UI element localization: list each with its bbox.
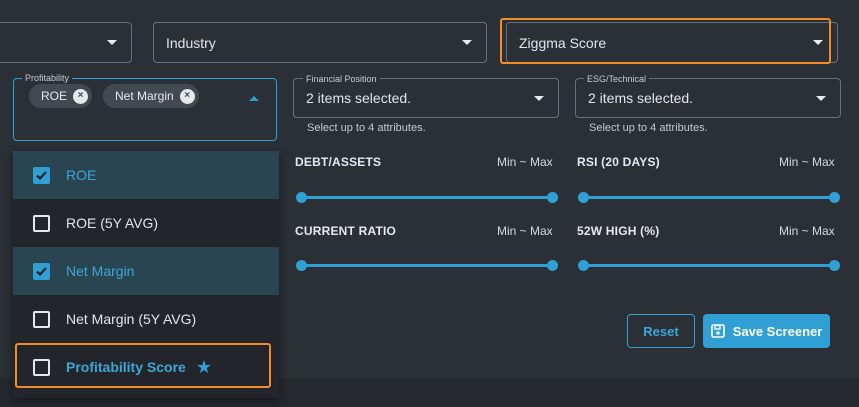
chevron-down-icon: [813, 40, 823, 45]
profitability-multiselect[interactable]: Profitability ROE × Net Margin ×: [13, 72, 277, 141]
slider-thumb-max[interactable]: [547, 192, 558, 203]
option-net-margin-5y-avg[interactable]: Net Margin (5Y AVG): [13, 295, 279, 343]
option-roe[interactable]: ROE: [13, 151, 279, 199]
option-label: ROE (5Y AVG): [66, 215, 159, 231]
slider-label-current-ratio: CURRENT RATIO: [295, 224, 397, 238]
slider-label-52w-high: 52W HIGH (%): [577, 224, 660, 238]
chevron-down-icon: [816, 96, 826, 101]
slider-thumb-max[interactable]: [829, 192, 840, 203]
checkbox-checked[interactable]: [33, 262, 50, 280]
sector-select[interactable]: [0, 22, 132, 63]
esg-technical-value: 2 items selected.: [588, 90, 694, 106]
chevron-up-icon[interactable]: [249, 96, 259, 101]
chevron-down-icon: [107, 40, 117, 45]
financial-position-value: 2 items selected.: [306, 90, 412, 106]
chip-label: Net Margin: [115, 89, 174, 103]
chip-label: ROE: [41, 89, 68, 103]
slider-thumb-min[interactable]: [296, 192, 307, 203]
slider-range-52w-high: Min ~ Max: [779, 224, 835, 238]
slider-thumb-min[interactable]: [296, 260, 307, 271]
chevron-down-icon: [462, 40, 472, 45]
save-button-label: Save Screener: [732, 323, 823, 339]
slider-track-52w-high[interactable]: [583, 264, 835, 267]
option-profitability-score[interactable]: Profitability Score ★: [13, 343, 279, 391]
option-net-margin[interactable]: Net Margin: [13, 247, 279, 295]
slider-thumb-min[interactable]: [578, 192, 589, 203]
slider-thumb-max[interactable]: [829, 260, 840, 271]
chip-net-margin[interactable]: Net Margin ×: [103, 84, 199, 108]
esg-technical-helper: Select up to 4 attributes.: [589, 122, 708, 134]
checkbox[interactable]: [33, 310, 50, 328]
checkbox[interactable]: [33, 358, 50, 376]
slider-range-debt-assets: Min ~ Max: [497, 155, 553, 169]
option-roe-5y-avg[interactable]: ROE (5Y AVG): [13, 199, 279, 247]
slider-track-rsi[interactable]: [583, 196, 835, 199]
ziggma-score-label: Ziggma Score: [519, 34, 607, 51]
slider-track-debt-assets[interactable]: [301, 196, 553, 199]
profitability-legend: Profitability: [22, 72, 73, 84]
checkbox[interactable]: [33, 214, 50, 232]
check-icon: [36, 266, 47, 276]
close-circle-icon[interactable]: ×: [179, 88, 195, 104]
option-label: ROE: [66, 167, 97, 183]
chevron-down-icon: [534, 96, 544, 101]
esg-technical-legend: ESG/Technical: [584, 73, 650, 85]
industry-select[interactable]: Industry: [153, 22, 487, 63]
slider-thumb-max[interactable]: [547, 260, 558, 271]
star-icon: ★: [195, 356, 212, 377]
checkbox-checked[interactable]: [33, 166, 50, 184]
slider-label-debt-assets: DEBT/ASSETS: [295, 155, 382, 169]
slider-thumb-min[interactable]: [578, 260, 589, 271]
option-label: Profitability Score: [66, 359, 186, 375]
profitability-dropdown: ROE ROE (5Y AVG) Net Margin Net Margin (…: [13, 151, 279, 398]
ziggma-score-select[interactable]: Ziggma Score: [506, 22, 838, 63]
chip-roe[interactable]: ROE ×: [29, 84, 93, 108]
reset-button-label: Reset: [643, 323, 679, 339]
slider-range-rsi: Min ~ Max: [779, 155, 835, 169]
industry-select-label: Industry: [166, 34, 216, 51]
slider-range-current-ratio: Min ~ Max: [497, 224, 553, 238]
option-label: Net Margin (5Y AVG): [66, 311, 197, 327]
reset-button[interactable]: Reset: [627, 314, 695, 348]
slider-track-current-ratio[interactable]: [301, 264, 553, 267]
save-screener-button[interactable]: Save Screener: [703, 314, 830, 348]
close-circle-icon[interactable]: ×: [73, 88, 89, 104]
slider-label-rsi: RSI (20 DAYS): [577, 155, 660, 169]
floppy-disk-icon: [710, 324, 725, 338]
check-icon: [36, 170, 47, 180]
financial-position-legend: Financial Position: [303, 73, 380, 85]
option-label: Net Margin: [66, 263, 135, 279]
financial-position-helper: Select up to 4 attributes.: [307, 122, 426, 134]
